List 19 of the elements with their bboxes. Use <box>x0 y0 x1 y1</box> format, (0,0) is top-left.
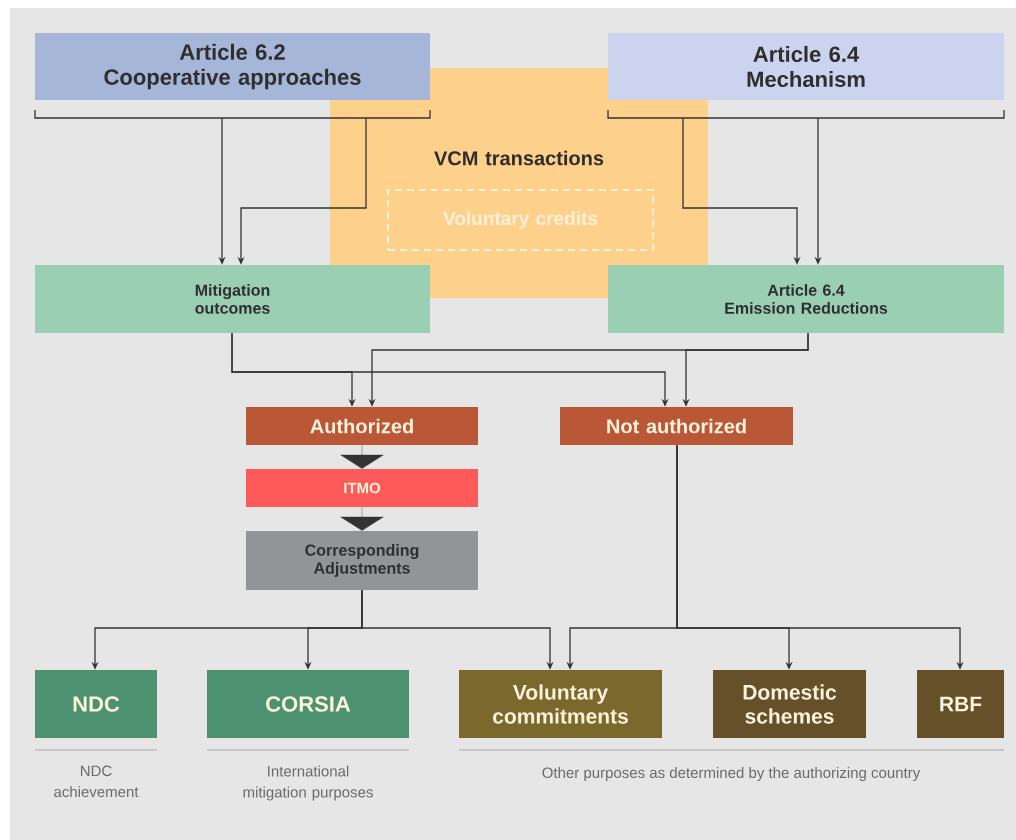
article-box: Article 6.4 Mechanism <box>607 33 1005 119</box>
use-box: NDC <box>35 670 157 738</box>
article-box: Article 6.2 Cooperative approaches <box>34 33 431 119</box>
status-box: Not authorized <box>560 407 793 445</box>
status-box: Authorized <box>246 407 478 445</box>
outcome-box: Mitigation outcomes <box>35 265 430 333</box>
caption-text: NDC achievement <box>54 765 139 798</box>
caption-text: International mitigation purposes <box>243 765 373 801</box>
itmo-box: ITMO <box>246 469 478 507</box>
use-box: Domestic schemes <box>713 670 866 738</box>
note-text: Other purposes as determined by the authorizing country <box>542 767 921 781</box>
use-box: CORSIA <box>207 670 409 738</box>
arrow <box>340 445 384 469</box>
arrow <box>340 507 384 531</box>
outcome-box: Article 6.4 Emission Reductions <box>608 265 1004 333</box>
use-box: RBF <box>917 670 1004 738</box>
adjustment-box: Corresponding Adjustments <box>246 531 478 590</box>
credits-box: Voluntary credits <box>386 188 655 252</box>
use-box: Voluntary commitments <box>459 670 662 738</box>
